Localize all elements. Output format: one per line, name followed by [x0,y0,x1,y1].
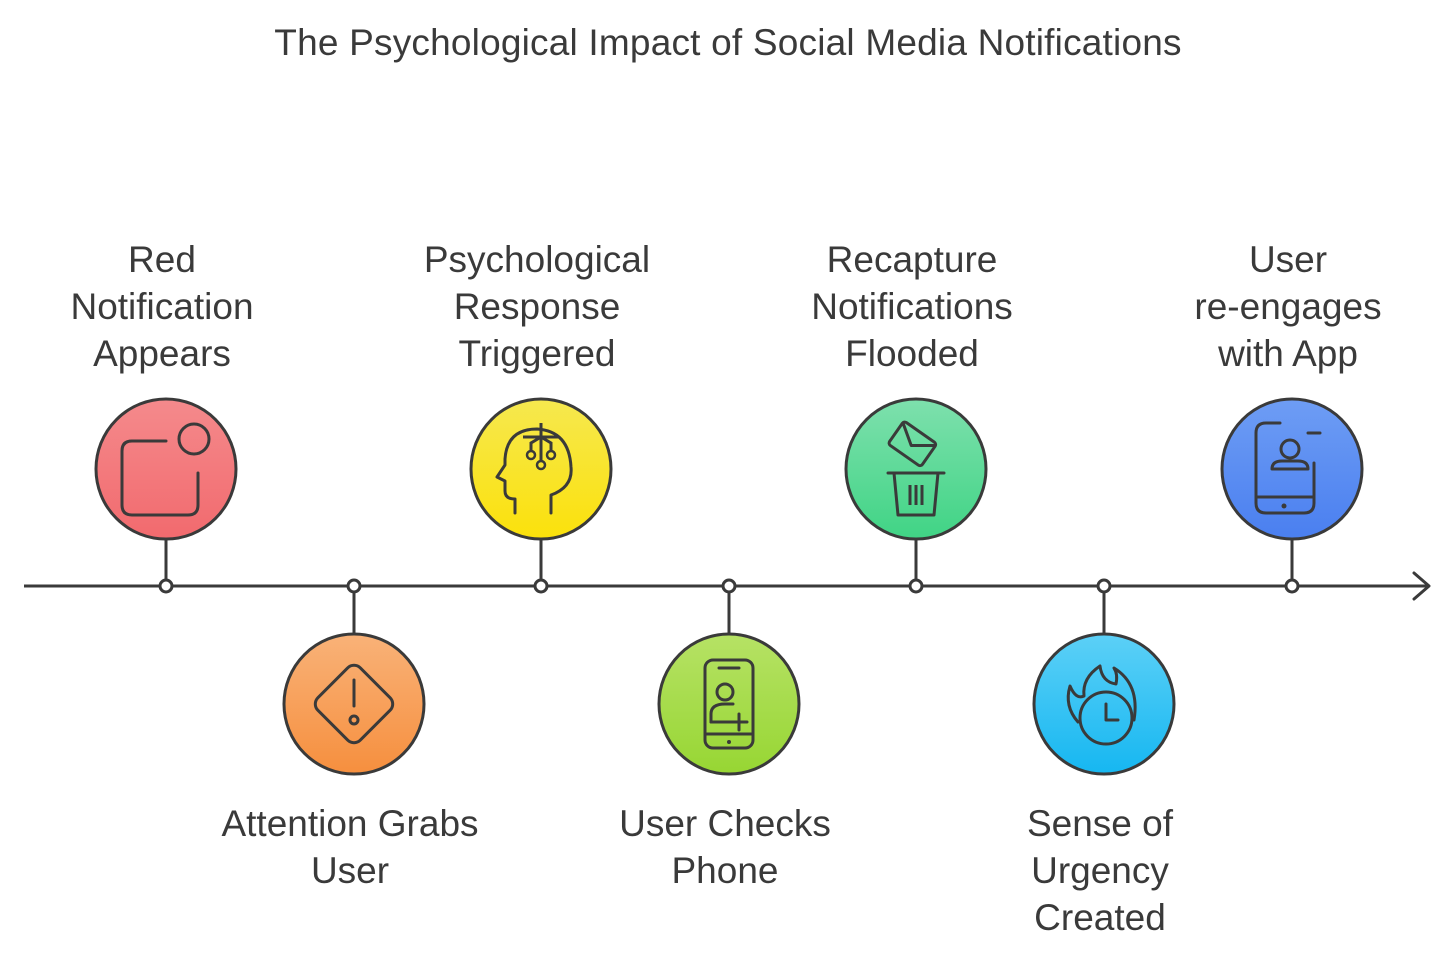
stage-label-line: Sense of [1026,803,1174,844]
page-title: The Psychological Impact of Social Media… [274,22,1182,63]
stage-label-line: Response [453,286,621,327]
stage-circle [844,397,988,541]
stage-label-line: Notifications [811,286,1013,327]
stage-label-line: Attention Grabs [221,803,479,844]
warning-diamond-icon [313,663,395,745]
stage-label-line: Triggered [458,333,616,374]
stage-label-line: with App [1218,333,1358,374]
phone-user-icon [1254,421,1322,515]
timeline-marker [158,578,174,594]
stage-label-line: Phone [671,850,779,891]
fire-clock-icon [1066,664,1137,746]
stage-node-red-notification-appears [94,397,238,594]
stage-node-user-checks-phone [657,578,801,776]
timeline-arrow-icon [1412,571,1431,601]
stage-node-user-re-engages-with-app [1220,397,1364,594]
stage-circle [1032,632,1176,776]
timeline-marker [721,578,737,594]
stage-label-line: Urgency [1031,850,1169,891]
stage-node-attention-grabs-user [282,578,426,776]
stage-circle [94,397,238,541]
stage-label-line: User Checks [619,803,831,844]
head-circuit-icon [495,423,573,515]
stage-label-user-re-engages-with-app: User re-engages with App [1128,236,1448,377]
stage-label-line: Created [1034,897,1166,938]
timeline-marker [533,578,549,594]
stage-label-line: re-engages [1194,286,1382,327]
stage-label-line: Psychological [423,239,651,280]
timeline-marker [1096,578,1112,594]
stage-label-line: Red [128,239,196,280]
stage-node-sense-of-urgency-created [1032,578,1176,776]
stage-label-line: Flooded [845,333,979,374]
stage-node-psychological-response-triggered [469,397,613,594]
stage-label-line: Notification [70,286,254,327]
stage-node-recapture-notifications-flooded [844,397,988,594]
timeline-marker [908,578,924,594]
timeline-marker [346,578,362,594]
stage-label-line: User [310,850,390,891]
stage-label-line: Recapture [826,239,998,280]
phone-add-user-icon [703,658,755,750]
trash-envelope-icon [886,420,946,517]
stage-label-line: Appears [93,333,231,374]
notification-dot-icon [120,422,211,517]
timeline-marker [1284,578,1300,594]
stage-label-line: User [1248,239,1328,280]
